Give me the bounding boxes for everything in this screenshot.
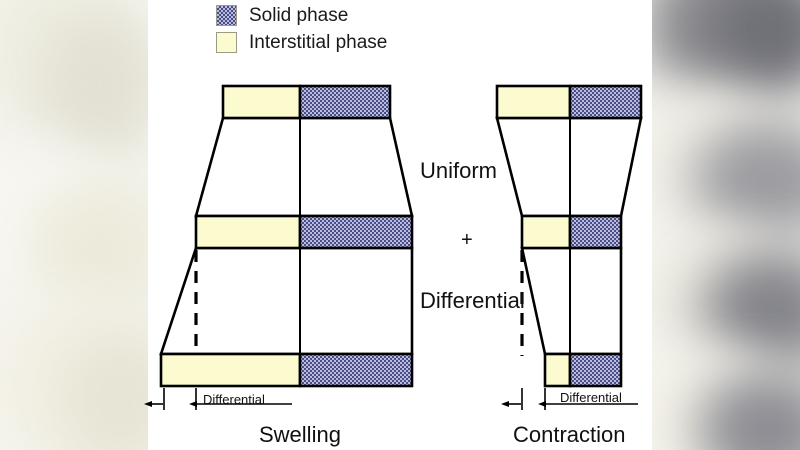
- legend-label-solid-phase: Solid phase: [249, 5, 349, 26]
- label-plus-operator: +: [461, 229, 473, 251]
- swelling-bottom-solid-bar: [298, 352, 414, 388]
- swelling-top-interstitial-bar: [221, 84, 302, 120]
- contraction-differential-body: [520, 246, 623, 356]
- legend-label-interstitial-phase: Interstitial phase: [249, 32, 388, 53]
- swelling-bottom-interstitial-bar: [159, 352, 302, 388]
- legend-item-solid-phase: Solid phase: [216, 5, 348, 26]
- swelling-middle-interstitial-bar: [194, 214, 302, 250]
- contraction-diagram: [495, 84, 643, 410]
- panel-title-swelling: Swelling: [259, 422, 341, 447]
- swelling-top-solid-bar: [298, 84, 392, 120]
- label-differential-contraction: Differential: [560, 390, 622, 405]
- contraction-top-solid-bar: [568, 84, 643, 120]
- backdrop-right: [652, 0, 800, 450]
- swelling-diagram: [144, 84, 414, 410]
- backdrop-left: [0, 0, 148, 450]
- legend-item-interstitial-phase: Interstitial phase: [216, 32, 387, 53]
- contraction-bottom-interstitial-bar: [543, 352, 572, 388]
- panel-title-contraction: Contraction: [513, 422, 626, 447]
- swelling-middle-solid-bar: [298, 214, 414, 250]
- label-differential-center: Differential: [420, 288, 525, 313]
- interstitial-phase-swatch: [216, 32, 237, 53]
- contraction-middle-interstitial-bar: [520, 214, 572, 250]
- swelling-differential-body: [159, 246, 414, 356]
- contraction-top-interstitial-bar: [495, 84, 572, 120]
- contraction-middle-solid-bar: [568, 214, 623, 250]
- label-differential-swelling: Differential: [203, 392, 265, 407]
- swelling-uniform-body: [194, 116, 414, 218]
- label-uniform: Uniform: [420, 158, 498, 183]
- solid-phase-swatch: [216, 5, 237, 26]
- contraction-bottom-solid-bar: [568, 352, 623, 388]
